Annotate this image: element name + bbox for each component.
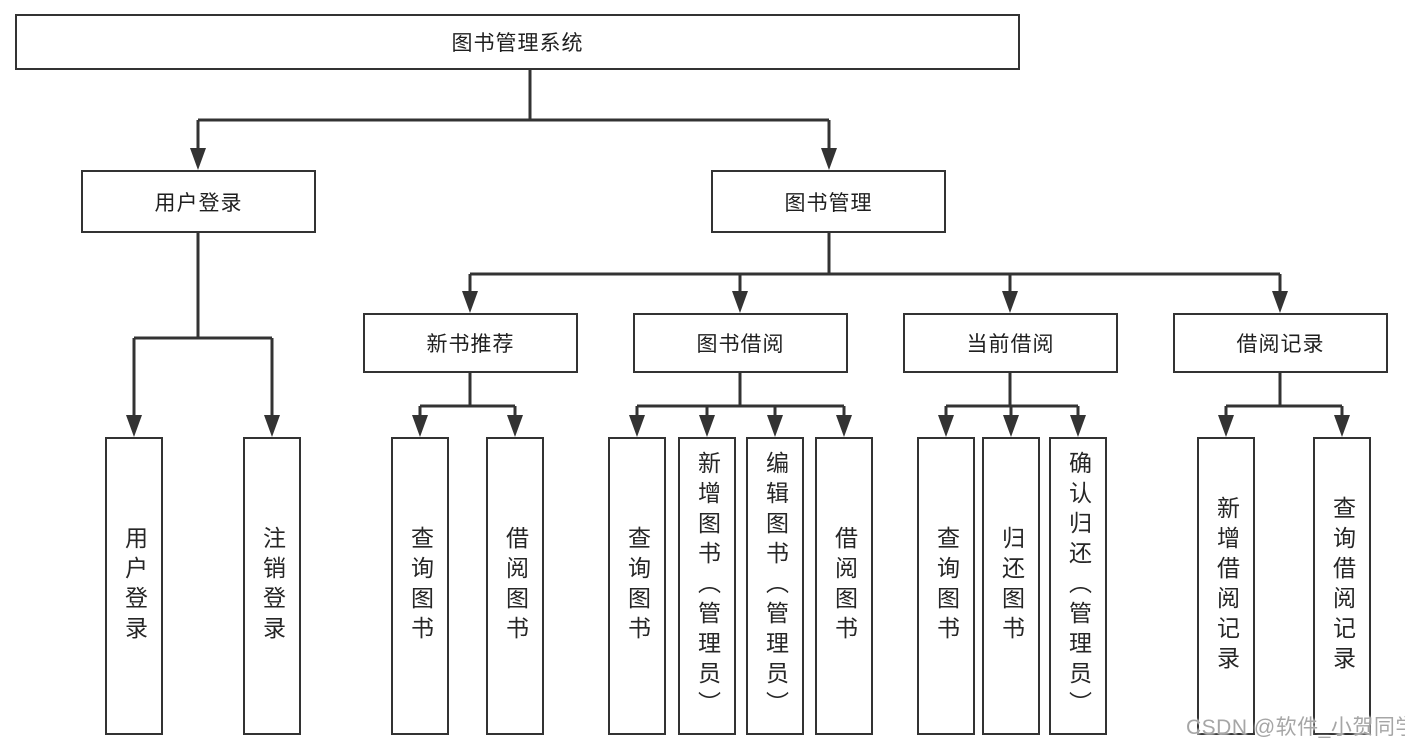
node-book-management: 图书管理 bbox=[711, 170, 946, 233]
node-book-borrowing-label: 图书借阅 bbox=[696, 333, 785, 356]
leaf-logout: 注销登录 bbox=[243, 437, 301, 735]
leaf-borrow-books: 借阅图书 bbox=[815, 437, 873, 735]
arrowhead-markers bbox=[126, 148, 1350, 437]
node-book-management-label: 图书管理 bbox=[784, 191, 873, 215]
leaf-borrow-books-recommend: 借阅图书 bbox=[486, 437, 544, 735]
leaf-add-book-admin: 新增图书（管理员） bbox=[678, 437, 736, 735]
leaf-confirm-return-admin: 确认归还（管理员） bbox=[1049, 437, 1107, 735]
node-new-book-recommend-label: 新书推荐 bbox=[426, 333, 515, 356]
leaf-query-borrow-record: 查询借阅记录 bbox=[1313, 437, 1371, 735]
leaf-return-book: 归还图书 bbox=[982, 437, 1040, 735]
node-current-borrowing-label: 当前借阅 bbox=[966, 333, 1055, 356]
leaf-query-books-borrowing: 查询图书 bbox=[608, 437, 666, 735]
node-book-borrowing: 图书借阅 bbox=[633, 313, 848, 373]
node-user-login-label: 用户登录 bbox=[154, 191, 243, 215]
node-current-borrowing: 当前借阅 bbox=[903, 313, 1118, 373]
connector-lines bbox=[132, 70, 1344, 418]
node-root-label: 图书管理系统 bbox=[451, 32, 584, 55]
node-user-login: 用户登录 bbox=[81, 170, 316, 233]
leaf-add-borrow-record: 新增借阅记录 bbox=[1197, 437, 1255, 735]
node-new-book-recommend: 新书推荐 bbox=[363, 313, 578, 373]
leaf-query-books-recommend: 查询图书 bbox=[391, 437, 449, 735]
node-borrowing-records: 借阅记录 bbox=[1173, 313, 1388, 373]
node-root-system: 图书管理系统 bbox=[15, 14, 1020, 70]
node-borrowing-records-label: 借阅记录 bbox=[1236, 333, 1325, 356]
leaf-edit-book-admin: 编辑图书（管理员） bbox=[746, 437, 804, 735]
watermark: CSDN @软件_小贺同学 bbox=[1186, 716, 1405, 739]
leaf-query-books-current: 查询图书 bbox=[917, 437, 975, 735]
leaf-user-login: 用户登录 bbox=[105, 437, 163, 735]
